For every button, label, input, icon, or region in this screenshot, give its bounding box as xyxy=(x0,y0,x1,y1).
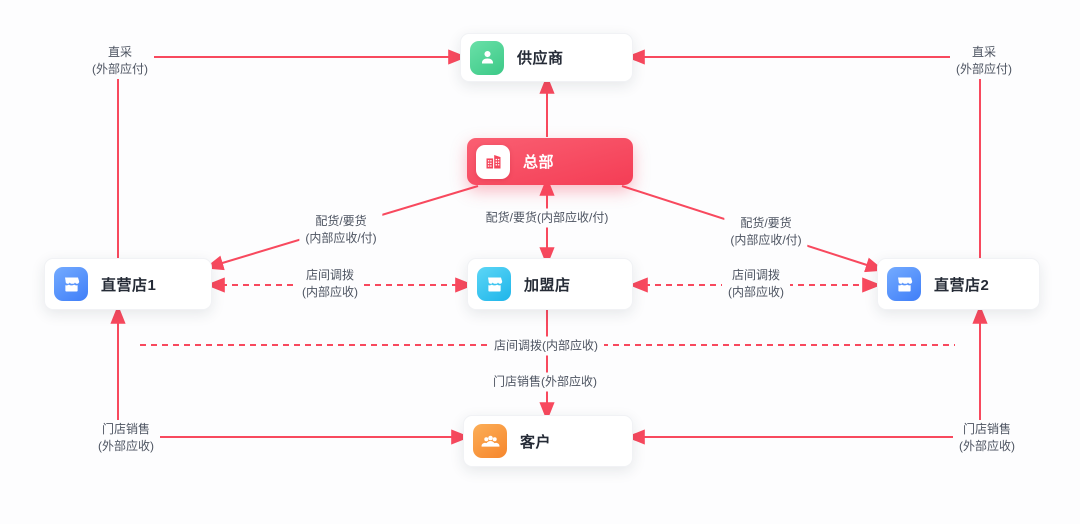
edge-store2-customer xyxy=(625,304,988,445)
edge-store1-supplier xyxy=(117,49,468,258)
building-icon xyxy=(476,144,510,179)
edge-label-line: (外部应付) xyxy=(956,62,1012,76)
edge-label-line: (外部应收) xyxy=(98,439,154,453)
edge-label-allocation-left: 配货/要货 (内部应收/付) xyxy=(299,212,383,248)
node-customer-label: 客户 xyxy=(520,433,552,451)
edge-label-line: 配货/要货 xyxy=(315,214,367,228)
edge-label-line: (外部应收) xyxy=(959,439,1015,453)
edge-label-direct-purchase-right: 直采 (外部应付) xyxy=(950,43,1018,79)
storefront-icon xyxy=(54,267,88,301)
edge-label-allocation-right: 配货/要货 (内部应收/付) xyxy=(724,214,808,250)
edge-label-transfer-left: 店间调拨 (内部应收) xyxy=(296,266,364,302)
edge-label-line: (内部应收/付) xyxy=(730,233,802,247)
storefront-icon xyxy=(887,267,921,301)
edge-label-line: 配货/要货 xyxy=(740,216,792,230)
edge-label-line: 店间调拨 xyxy=(305,268,354,282)
edge-label-transfer-long: 店间调拨(内部应收) xyxy=(488,336,604,356)
edge-label-transfer-right: 店间调拨 (内部应收) xyxy=(722,266,790,302)
node-franchise[interactable]: 加盟店 xyxy=(467,258,633,310)
edge-label-store-sale-left: 门店销售 (外部应收) xyxy=(92,420,160,456)
edge-label-line: 门店销售(外部应收) xyxy=(493,374,597,389)
node-store1-label: 直营店1 xyxy=(101,276,157,294)
edge-label-line: (内部应收) xyxy=(728,285,784,299)
edge-label-line: 门店销售 xyxy=(101,422,150,436)
storefront-icon xyxy=(477,267,511,301)
edge-label-direct-purchase-left: 直采 (外部应付) xyxy=(86,43,154,79)
person-icon xyxy=(470,40,504,75)
node-headquarters[interactable]: 总部 xyxy=(467,138,633,185)
node-customer[interactable]: 客户 xyxy=(463,415,633,467)
edge-store1-customer xyxy=(110,304,471,445)
edge-label-line: (外部应付) xyxy=(92,62,148,76)
node-supplier[interactable]: 供应商 xyxy=(460,33,633,82)
edge-label-line: 店间调拨(内部应收) xyxy=(494,338,598,353)
edge-label-line: 直采 xyxy=(107,45,132,59)
people-group-icon xyxy=(473,424,507,458)
node-store2[interactable]: 直营店2 xyxy=(877,258,1040,310)
node-supplier-label: 供应商 xyxy=(517,50,564,67)
edge-store2-supplier xyxy=(625,49,981,258)
edge-label-line: (内部应收/付) xyxy=(305,231,377,245)
node-store1[interactable]: 直营店1 xyxy=(44,258,212,310)
edge-label-line: 店间调拨 xyxy=(731,268,780,282)
edge-label-store-sale-right: 门店销售 (外部应收) xyxy=(953,420,1021,456)
edge-label-line: (内部应收) xyxy=(302,285,358,299)
node-franchise-label: 加盟店 xyxy=(524,276,571,294)
edge-label-line: 配货/要货(内部应收/付) xyxy=(485,210,609,225)
edge-label-store-sale-center: 门店销售(外部应收) xyxy=(487,372,603,392)
edge-label-allocation-center: 配货/要货(内部应收/付) xyxy=(479,208,615,228)
node-headquarters-label: 总部 xyxy=(523,154,555,171)
edge-label-line: 直采 xyxy=(971,45,996,59)
node-store2-label: 直营店2 xyxy=(934,276,990,294)
edge-label-line: 门店销售 xyxy=(962,422,1011,436)
